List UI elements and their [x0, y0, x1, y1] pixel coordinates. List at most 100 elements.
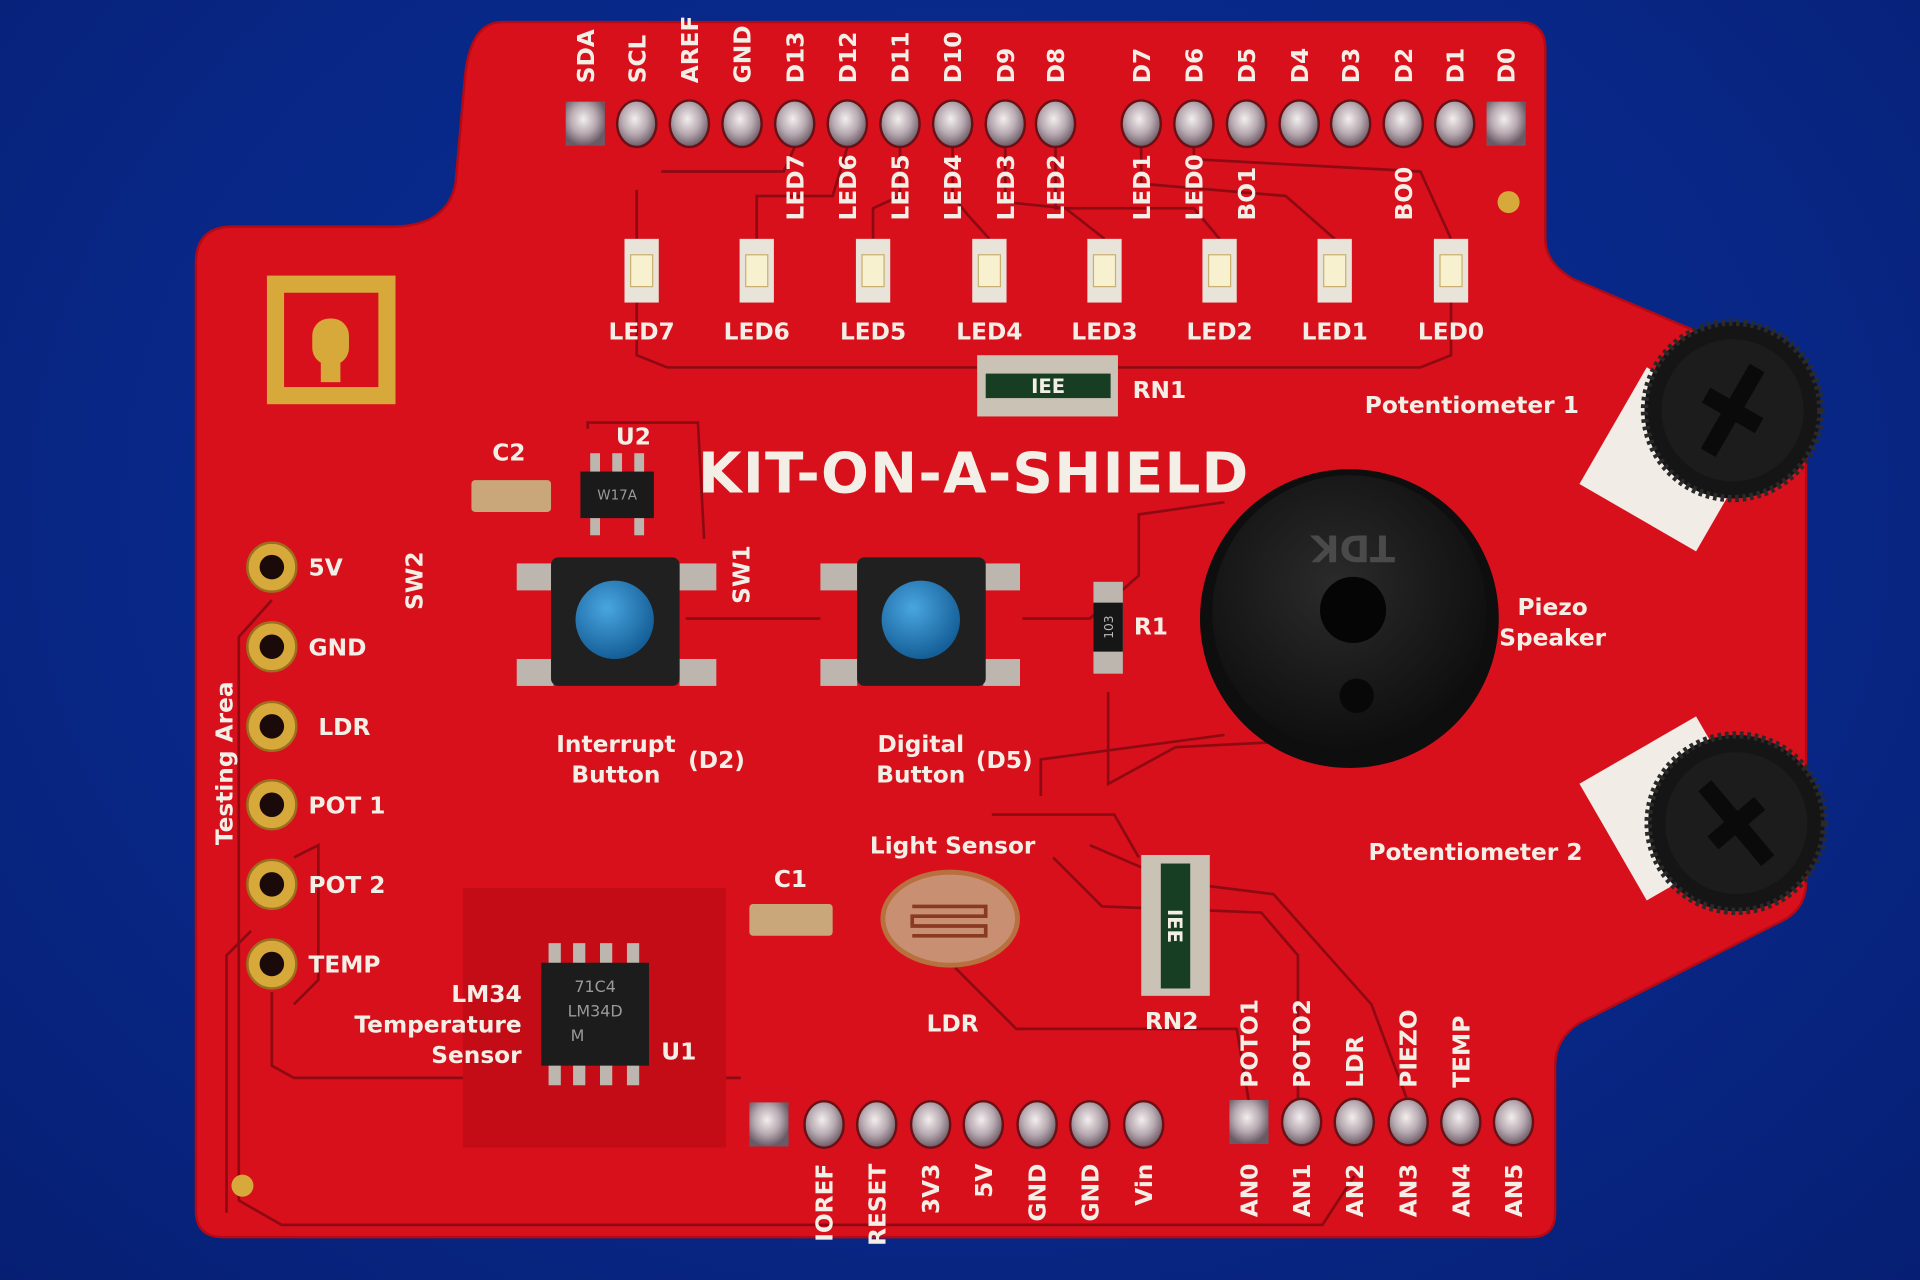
header-pin[interactable]: [931, 99, 974, 149]
trace-label: BO1: [1234, 167, 1261, 221]
led-label: LED6: [724, 318, 790, 345]
smd-led: [855, 238, 891, 303]
header-pin[interactable]: [803, 1099, 845, 1149]
c1-label: C1: [774, 866, 807, 893]
test-pad-label: 5V: [309, 555, 343, 582]
trace-label: BO0: [1391, 167, 1418, 221]
header-bottom-power-label: IOREF: [812, 1164, 839, 1242]
header-top-label: D1: [1442, 48, 1469, 83]
header-pin[interactable]: [826, 99, 869, 149]
trace-label: LED3: [993, 154, 1020, 220]
u2-marking: W17A: [597, 488, 637, 504]
header-pin[interactable]: [1329, 99, 1372, 149]
board-title: KIT-ON-A-SHIELD: [698, 441, 1250, 506]
header-pin[interactable]: [1225, 99, 1268, 149]
rn1-resistor-network: IEE: [977, 355, 1118, 417]
interrupt-button[interactable]: [516, 557, 717, 686]
header-top-label: D5: [1234, 48, 1261, 83]
digital-button-label-1: Digital: [877, 731, 964, 758]
header-pin[interactable]: [1333, 1097, 1376, 1147]
r1-resistor: 103: [1093, 581, 1123, 674]
header-pin[interactable]: [1120, 99, 1163, 149]
c1-capacitor: [749, 903, 833, 936]
header-pin[interactable]: [909, 1099, 952, 1149]
header-bottom-power-label: 5V: [971, 1164, 998, 1198]
rn1-label: RN1: [1133, 377, 1187, 404]
header-pin[interactable]: [879, 99, 921, 149]
ldr-photoresistor: [880, 869, 1021, 968]
header-top-label: D12: [835, 32, 862, 84]
piezo-label-1: Piezo: [1518, 594, 1588, 621]
header-pin[interactable]: [1016, 1099, 1058, 1149]
analog-signal-label: LDR: [1342, 1036, 1369, 1088]
header-pin[interactable]: [1492, 1097, 1535, 1147]
header-pin[interactable]: [773, 99, 816, 149]
trace-label: LED0: [1181, 154, 1208, 220]
testing-area-title: Testing Area: [212, 681, 239, 845]
header-top-label: D3: [1338, 48, 1365, 83]
kit-logo-icon: [266, 275, 396, 405]
test-pad-hole: [259, 872, 285, 897]
smd-led: [739, 238, 774, 303]
interrupt-button-label-1: Interrupt: [556, 731, 675, 758]
header-pin[interactable]: [1278, 99, 1320, 149]
header-pin-square[interactable]: [1486, 101, 1526, 146]
header-pin[interactable]: [984, 99, 1027, 149]
header-pin[interactable]: [615, 99, 658, 149]
test-pad-label: TEMP: [309, 952, 381, 979]
c2-label: C2: [492, 440, 525, 467]
lm34-label-1: LM34: [451, 981, 521, 1008]
smd-led: [972, 238, 1007, 303]
lm34-label-2: Temperature: [354, 1012, 521, 1039]
mounting-hole: [231, 1174, 254, 1197]
header-bottom-power-label: Vin: [1131, 1164, 1158, 1206]
mounting-hole: [1497, 191, 1520, 214]
header-pin-square[interactable]: [749, 1102, 789, 1147]
smd-led: [1087, 238, 1122, 303]
u1-marking-2: LM34D: [568, 1002, 623, 1021]
header-pin-square[interactable]: [565, 101, 605, 146]
header-pin[interactable]: [1034, 99, 1077, 149]
header-bottom-analog-label: AN1: [1289, 1164, 1316, 1218]
test-pad-hole: [259, 951, 285, 977]
header-top-label: D4: [1287, 48, 1314, 83]
header-pin[interactable]: [855, 1099, 898, 1149]
digital-button[interactable]: [820, 557, 1020, 686]
header-pin[interactable]: [668, 99, 711, 149]
header-pin[interactable]: [1387, 1097, 1429, 1147]
interrupt-pin-label: (D2): [688, 747, 745, 774]
header-pin[interactable]: [1068, 1099, 1111, 1149]
header-pin[interactable]: [1433, 99, 1476, 149]
potentiometer-1[interactable]: [1579, 318, 1825, 552]
digital-pin-label: (D5): [976, 747, 1033, 774]
header-pin[interactable]: [721, 99, 763, 149]
analog-signal-label: POTO2: [1289, 999, 1316, 1088]
piezo-marking: TDK: [1310, 526, 1396, 569]
header-top-label: D11: [888, 32, 915, 84]
test-pad-label: GND: [309, 634, 367, 661]
potentiometer-2[interactable]: [1579, 716, 1829, 915]
header-pin[interactable]: [1440, 1097, 1482, 1147]
header-top-label: D10: [940, 32, 967, 84]
header-pin[interactable]: [962, 1099, 1005, 1149]
header-pin[interactable]: [1280, 1097, 1323, 1147]
header-pin[interactable]: [1382, 99, 1425, 149]
led-label: LED3: [1071, 318, 1137, 345]
trace-label: LED5: [888, 154, 915, 220]
test-pad-label: POT 1: [309, 792, 386, 819]
header-pin[interactable]: [1122, 1099, 1165, 1149]
test-pad-hole: [259, 792, 285, 817]
trace-label: LED4: [940, 154, 967, 220]
trace-label: LED2: [1043, 154, 1070, 220]
header-pin[interactable]: [1173, 99, 1215, 149]
u1-lm34-chip: 71C4 LM34D M: [541, 943, 649, 1086]
smd-led: [1202, 238, 1237, 303]
smd-led: [624, 238, 659, 303]
c2-capacitor: [471, 480, 552, 512]
rn2-label: RN2: [1145, 1008, 1199, 1035]
header-pin-square[interactable]: [1229, 1099, 1269, 1145]
rn2-marking: IEE: [1163, 909, 1186, 943]
